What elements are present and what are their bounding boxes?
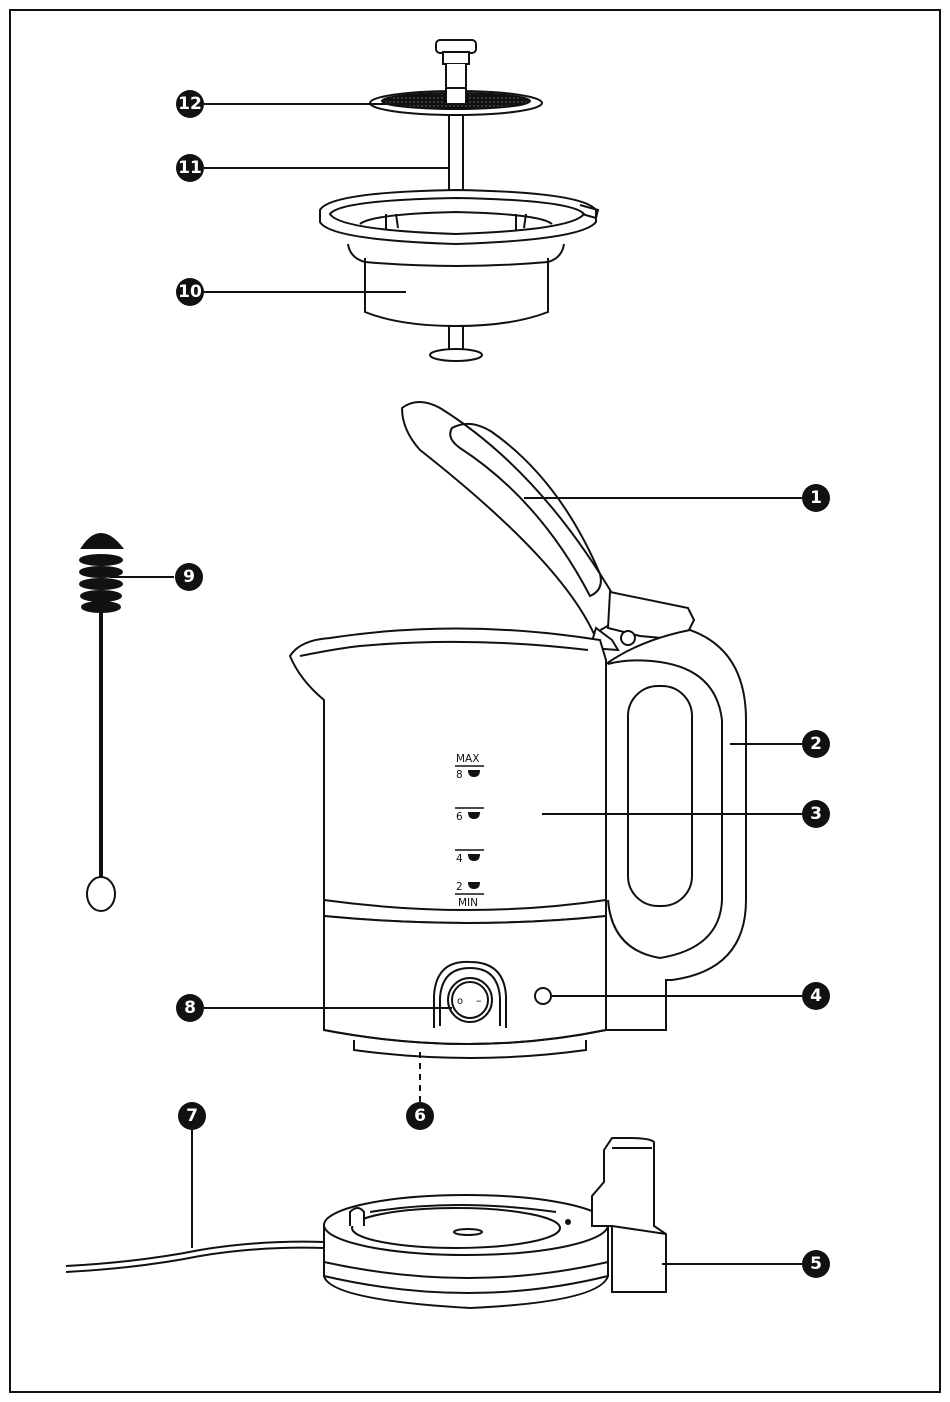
callout-number: 6 [414, 1106, 426, 1126]
callout-number: 12 [178, 94, 202, 114]
callout-number: 5 [810, 1254, 822, 1274]
callout-8: 8 [176, 994, 204, 1022]
kettle-body [290, 628, 606, 923]
callout-number: 10 [178, 282, 202, 302]
switch-on-symbol: – [476, 994, 482, 1007]
scale-6: 6 [456, 811, 463, 823]
kettle-handle [606, 630, 746, 1030]
callout-number: 4 [810, 986, 822, 1006]
kettle-lid [402, 402, 694, 650]
callout-12: 12 [176, 90, 204, 118]
switch-off-symbol: o [457, 996, 463, 1007]
callout-5: 5 [802, 1250, 830, 1278]
callout-number: 1 [810, 488, 822, 508]
callout-number: 3 [810, 804, 822, 824]
kettle-base-section [324, 916, 606, 1058]
scale-max: MAX [456, 753, 479, 765]
power-cord [66, 1242, 324, 1266]
callout-number: 8 [184, 998, 196, 1018]
kettle [290, 402, 746, 1058]
callout-11: 11 [176, 154, 204, 182]
indicator-light [535, 988, 551, 1004]
callout-number: 9 [183, 567, 195, 587]
cleaning-brush [80, 534, 122, 911]
callout-3: 3 [802, 800, 830, 828]
callout-number: 7 [186, 1106, 198, 1126]
callout-4: 4 [802, 982, 830, 1010]
power-base [66, 1138, 666, 1308]
scale-4: 4 [456, 853, 463, 865]
frother-assembly [320, 40, 598, 361]
callout-1: 1 [802, 484, 830, 512]
callout-number: 11 [178, 158, 202, 178]
scale-min: MIN [458, 897, 478, 909]
callout-2: 2 [802, 730, 830, 758]
scale-2: 2 [456, 881, 463, 893]
callout-7: 7 [178, 1102, 206, 1130]
callout-10: 10 [176, 278, 204, 306]
callout-9: 9 [175, 563, 203, 591]
brush-loop [87, 877, 115, 911]
callout-6: 6 [406, 1102, 434, 1130]
callout-number: 2 [810, 734, 822, 754]
scale-8: 8 [456, 769, 463, 781]
